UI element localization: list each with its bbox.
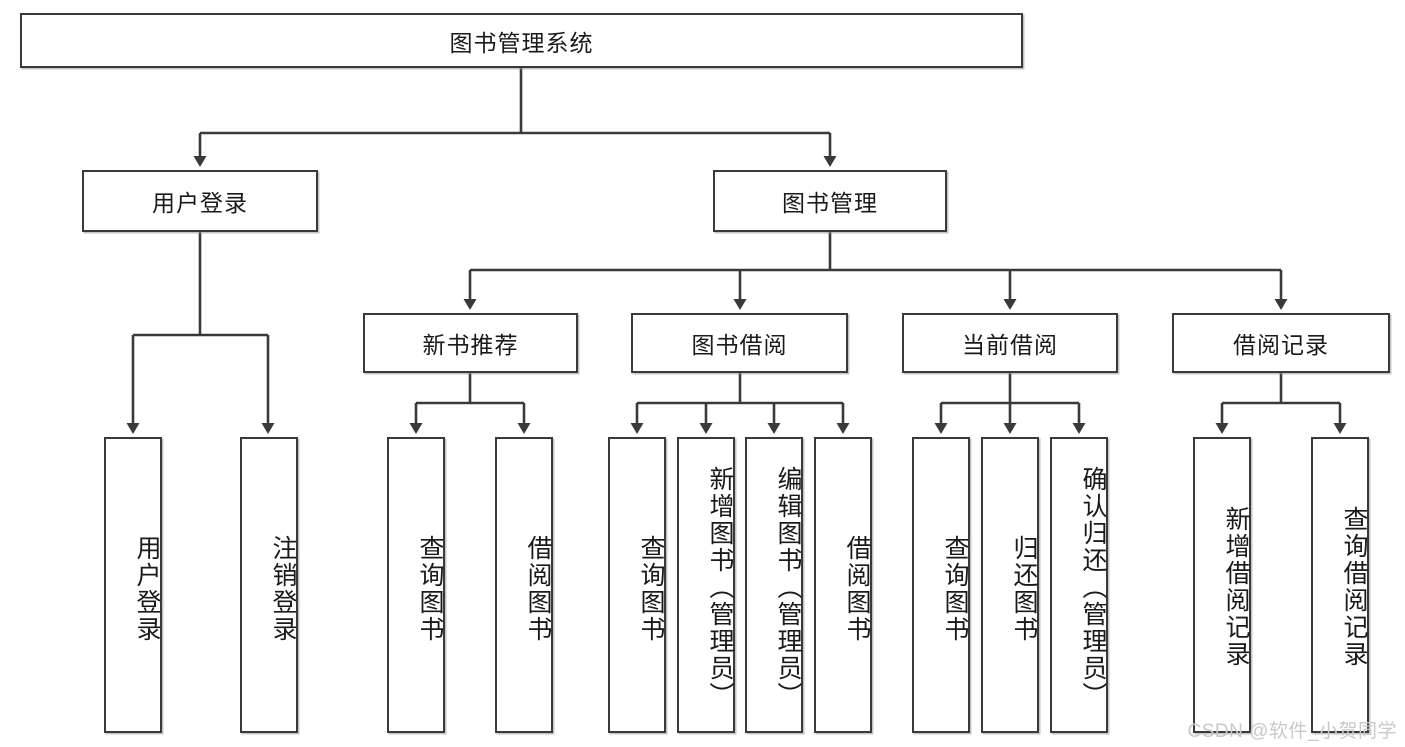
leaf-borrow-book-borrow[interactable]: 借阅图书 (814, 437, 872, 733)
node-root-system[interactable]: 图书管理系统 (20, 13, 1023, 68)
node-user-login[interactable]: 用户登录 (82, 170, 318, 232)
leaf-query-book-recommend[interactable]: 查询图书 (387, 437, 445, 733)
node-new-book-recommend[interactable]: 新书推荐 (363, 313, 578, 373)
node-book-borrow[interactable]: 图书借阅 (631, 313, 848, 373)
leaf-query-book-current[interactable]: 查询图书 (912, 437, 970, 733)
leaf-query-book-borrow[interactable]: 查询图书 (608, 437, 666, 733)
leaf-borrow-book-recommend[interactable]: 借阅图书 (495, 437, 553, 733)
node-current-borrow[interactable]: 当前借阅 (902, 313, 1118, 373)
leaf-user-login[interactable]: 用户登录 (104, 437, 162, 733)
leaf-add-book-admin[interactable]: 新增图书（管理员） (677, 437, 735, 733)
leaf-edit-book-admin[interactable]: 编辑图书（管理员） (745, 437, 803, 733)
watermark-csdn: CSDN @软件_小贺同学 (1187, 721, 1397, 742)
leaf-return-book[interactable]: 归还图书 (981, 437, 1039, 733)
node-book-manage[interactable]: 图书管理 (713, 170, 947, 232)
node-borrow-record[interactable]: 借阅记录 (1172, 313, 1390, 373)
leaf-query-borrow-record[interactable]: 查询借阅记录 (1311, 437, 1369, 733)
leaf-add-borrow-record[interactable]: 新增借阅记录 (1193, 437, 1251, 733)
leaf-confirm-return-admin[interactable]: 确认归还（管理员） (1050, 437, 1108, 733)
leaf-logout-login[interactable]: 注销登录 (240, 437, 298, 733)
